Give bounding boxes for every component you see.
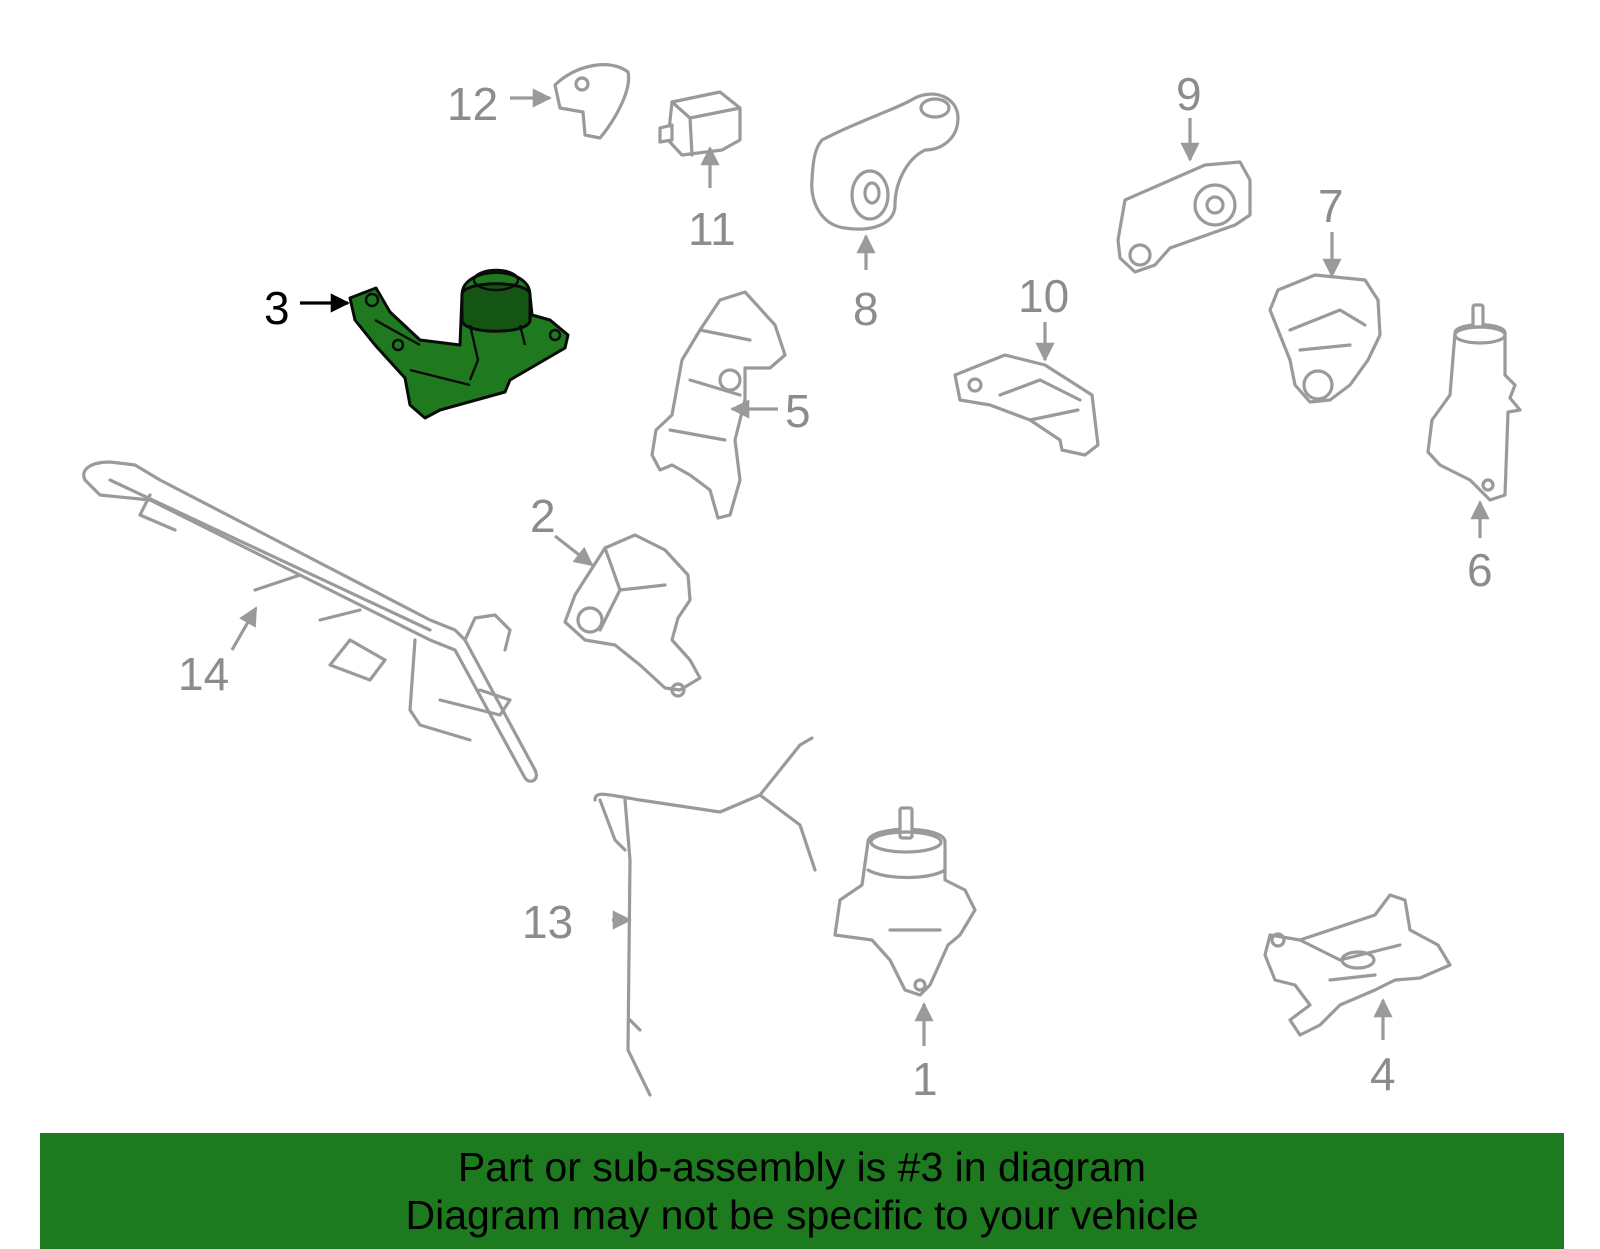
callout-7: 7 (1318, 180, 1344, 232)
callout-6: 6 (1467, 544, 1493, 596)
part-14-crossbar[interactable] (82, 460, 538, 783)
part-9-mount[interactable] (1116, 160, 1252, 274)
callout-1: 1 (912, 1053, 938, 1100)
parts-diagram: 12 11 8 9 (82, 63, 1522, 1100)
part-7-bracket[interactable] (1268, 273, 1382, 404)
part-8-torque-rod[interactable] (810, 92, 960, 231)
part-3-mount-highlighted[interactable] (348, 268, 570, 420)
part-2-bracket[interactable] (563, 533, 702, 698)
banner-line-1: Part or sub-assembly is #3 in diagram (457, 1144, 1147, 1190)
callout-8: 8 (853, 283, 879, 335)
part-6-engine-mount[interactable] (1426, 303, 1522, 502)
arrow-14 (230, 606, 258, 651)
callout-5: 5 (785, 385, 811, 437)
arrow-2 (554, 534, 594, 567)
part-12-bracket[interactable] (553, 63, 631, 140)
callout-2: 2 (530, 490, 556, 542)
part-10-bracket[interactable] (953, 353, 1100, 457)
part-11-sensor[interactable] (658, 90, 742, 157)
part-5-bracket[interactable] (650, 290, 787, 520)
callout-14: 14 (178, 648, 229, 700)
callout-9: 9 (1176, 68, 1202, 120)
callout-13: 13 (522, 896, 573, 948)
callout-4: 4 (1370, 1048, 1396, 1100)
callout-10: 10 (1018, 270, 1069, 322)
part-13-rod[interactable] (593, 736, 817, 1097)
callout-3: 3 (264, 282, 290, 334)
callout-11: 11 (688, 203, 736, 255)
part-1-engine-mount[interactable] (833, 806, 977, 997)
info-banner: Part or sub-assembly is #3 in diagram Di… (40, 1133, 1564, 1249)
callout-12: 12 (447, 78, 498, 130)
banner-line-2: Diagram may not be specific to your vehi… (405, 1192, 1199, 1238)
part-4-crossmember-mount[interactable] (1263, 893, 1452, 1037)
